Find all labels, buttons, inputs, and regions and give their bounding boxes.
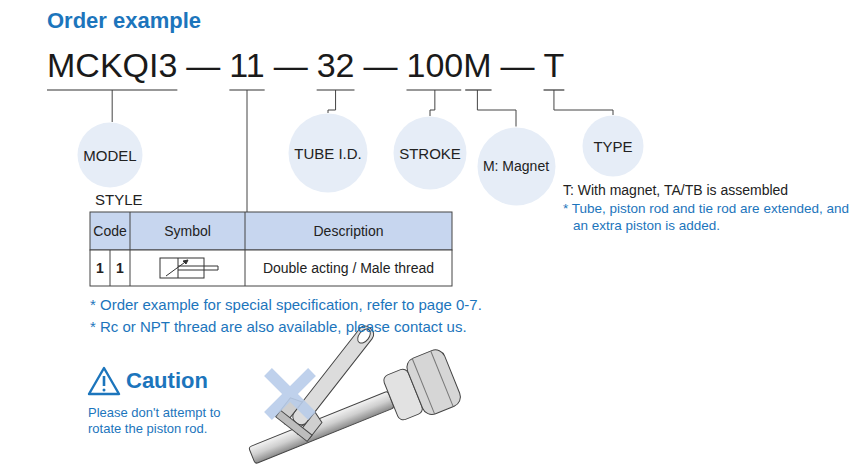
code-separator: — bbox=[501, 48, 535, 82]
label-circle: M: Magnet bbox=[477, 127, 556, 206]
cell-text: Symbol bbox=[164, 223, 211, 239]
table-divider bbox=[130, 212, 131, 286]
leader-line bbox=[477, 90, 516, 127]
table-cell: Symbol bbox=[130, 212, 245, 250]
code-segment: MCKQI3 bbox=[47, 48, 177, 82]
table-cell: Double acting / Male thread bbox=[245, 250, 452, 286]
caution-heading: Caution bbox=[126, 368, 208, 393]
circle-label: TUBE I.D. bbox=[294, 145, 362, 162]
cell-text: Code bbox=[93, 223, 126, 239]
circle-label: MODEL bbox=[83, 147, 136, 164]
leader-line bbox=[328, 90, 336, 113]
leader-line bbox=[430, 90, 435, 116]
code-segment: 32 bbox=[317, 48, 355, 82]
code-separator: — bbox=[186, 48, 220, 82]
code-segment: T bbox=[544, 48, 565, 82]
label-circle: MODEL bbox=[77, 122, 143, 188]
style-table bbox=[90, 212, 452, 286]
note-text: * Order example for special specificatio… bbox=[90, 296, 482, 313]
circle-label: TYPE bbox=[593, 138, 632, 155]
label-circle: TYPE bbox=[582, 115, 644, 177]
table-cell: 1 bbox=[90, 250, 110, 286]
code-separator: — bbox=[274, 48, 308, 82]
table-row bbox=[90, 250, 452, 286]
leader-line bbox=[112, 90, 113, 122]
table-cell: 1 bbox=[110, 250, 130, 286]
cell-text: 1 bbox=[116, 260, 124, 276]
title: Order example bbox=[47, 8, 201, 33]
table-cell: Code bbox=[90, 212, 130, 250]
label-circle: TUBE I.D. bbox=[288, 113, 368, 193]
label-circle: STROKE bbox=[393, 116, 467, 190]
note-text: T: With magnet, TA/TB is assembled bbox=[563, 182, 788, 198]
note-text: * Tube, piston rod and tie rod are exten… bbox=[563, 201, 853, 235]
note-text: * Rc or NPT thread are also available, p… bbox=[90, 318, 467, 335]
table-cell: Description bbox=[245, 212, 452, 250]
code-underline bbox=[465, 89, 491, 90]
leader-line bbox=[247, 90, 248, 212]
cell-text: 1 bbox=[96, 260, 104, 276]
code-underline bbox=[406, 89, 461, 90]
cell-text: Description bbox=[313, 223, 383, 239]
cylinder-symbol bbox=[160, 258, 218, 278]
code-segment: 100M bbox=[406, 48, 491, 82]
note-text: Please don't attempt to rotate the pisto… bbox=[88, 405, 248, 438]
wrench-illustration bbox=[241, 316, 464, 474]
leader-lines bbox=[47, 90, 613, 212]
leader-line bbox=[554, 90, 613, 115]
table-header bbox=[90, 212, 452, 250]
circle-label: M: Magnet bbox=[483, 158, 549, 174]
circle-label: STROKE bbox=[399, 145, 461, 162]
code-segment: 11 bbox=[229, 48, 264, 82]
section-label: STYLE bbox=[95, 191, 143, 208]
warning-icon bbox=[89, 368, 119, 394]
table-divider bbox=[110, 250, 111, 286]
code-separator: — bbox=[363, 48, 397, 82]
cell-text: Double acting / Male thread bbox=[263, 260, 434, 276]
table-divider bbox=[245, 212, 246, 286]
